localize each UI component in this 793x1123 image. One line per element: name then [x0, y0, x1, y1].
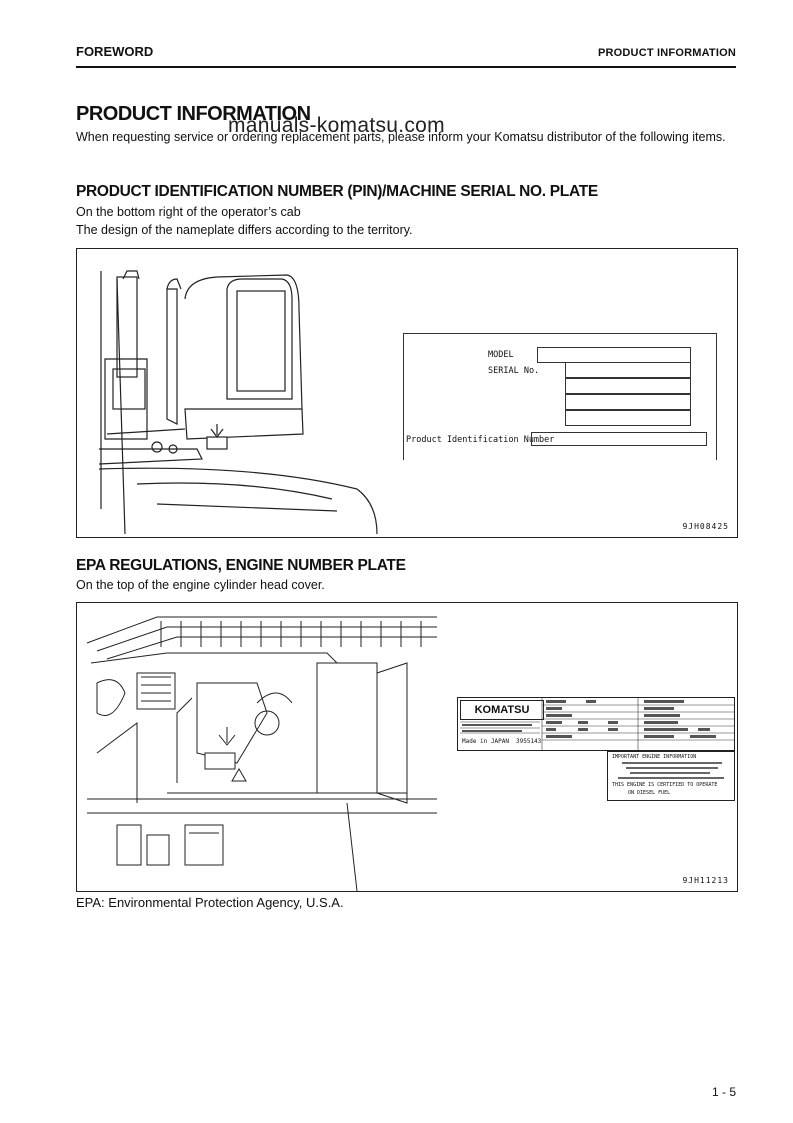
- engine-illustration: [86, 616, 437, 891]
- komatsu-logo: KOMATSU: [460, 700, 544, 720]
- watermark: manuals-komatsu.com: [228, 114, 445, 137]
- plate-pin-label: Product Identification Number: [406, 435, 555, 445]
- plate-part-number: 3955143: [516, 738, 542, 745]
- header-page-topic: PRODUCT INFORMATION: [597, 47, 736, 59]
- epa-fuel-line: ON DIESEL FUEL: [628, 790, 671, 796]
- machine-serial-plate: MODEL SERIAL No. Product Identification …: [403, 333, 717, 460]
- figure1-code: 9JH08425: [682, 522, 729, 531]
- epa-footnote: EPA: Environmental Protection Agency, U.…: [76, 895, 344, 910]
- intro-paragraph: When requesting service or ordering repl…: [76, 130, 726, 144]
- plate-serial-field-1: [565, 362, 691, 378]
- figure2-code: 9JH11213: [682, 876, 729, 885]
- plate-serial-field-4: [565, 410, 691, 426]
- epa-certified-line: THIS ENGINE IS CERTIFIED TO OPERATE: [612, 782, 718, 788]
- plate-grid: [460, 698, 734, 750]
- figure-engine-plate: KOMATSU Made in JAPAN 3955143 IMPORTANT …: [76, 602, 738, 892]
- epa-information-label: IMPORTANT ENGINE INFORMATION THIS ENGINE…: [607, 751, 735, 801]
- section2-location: On the top of the engine cylinder head c…: [76, 578, 325, 592]
- plate-made-in: Made in JAPAN: [462, 738, 509, 745]
- section2-heading: EPA REGULATIONS, ENGINE NUMBER PLATE: [76, 557, 406, 574]
- plate-serial-label: SERIAL No.: [488, 366, 540, 376]
- plate-pin-field: [531, 432, 707, 446]
- figure-serial-plate: MODEL SERIAL No. Product Identification …: [76, 248, 738, 538]
- epa-label-heading: IMPORTANT ENGINE INFORMATION: [612, 754, 697, 760]
- page-number: 1 - 5: [711, 1085, 736, 1099]
- section1-heading: PRODUCT IDENTIFICATION NUMBER (PIN)/MACH…: [76, 183, 598, 200]
- plate-serial-field-3: [565, 394, 691, 410]
- plate-model-label: MODEL: [488, 350, 514, 360]
- section1-note: The design of the nameplate differs acco…: [76, 223, 413, 237]
- epa-label-text-lines: [618, 762, 724, 779]
- section1-location: On the bottom right of the operator’s ca…: [76, 205, 301, 219]
- plate-serial-field-2: [565, 378, 691, 394]
- page-title: PRODUCT INFORMATION: [76, 103, 311, 125]
- header-rule: [76, 66, 736, 68]
- plate-model-field: [537, 347, 691, 363]
- engine-number-plate: KOMATSU Made in JAPAN 3955143: [457, 697, 735, 751]
- header-section-name: FOREWORD: [76, 44, 154, 59]
- cab-illustration: [98, 270, 378, 535]
